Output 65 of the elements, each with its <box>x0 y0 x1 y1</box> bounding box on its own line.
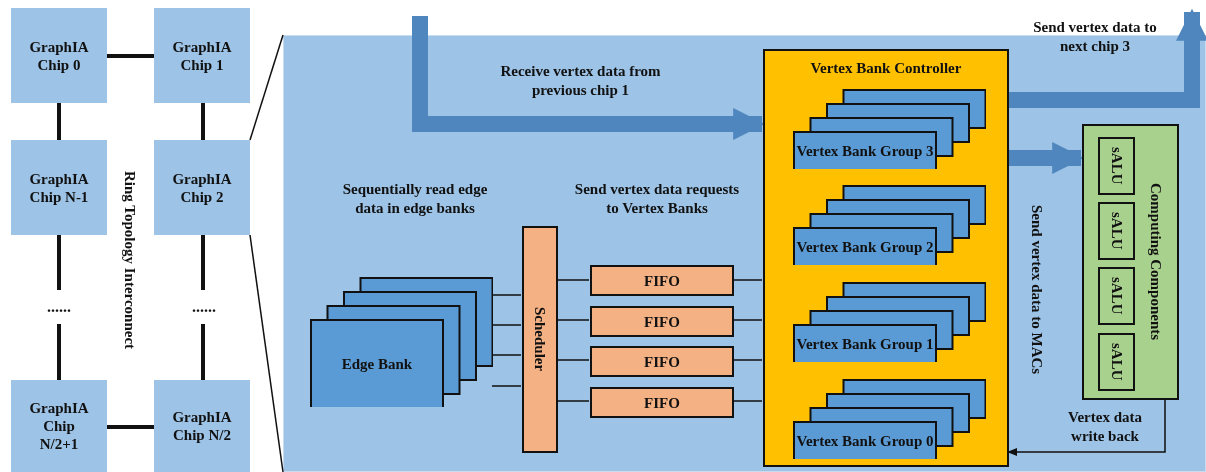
chip-box: GraphIA Chip 0 <box>11 8 107 103</box>
ring-link <box>107 54 154 58</box>
panel-title: Computing Components <box>1147 182 1165 343</box>
alu-box: sALU <box>1098 333 1135 391</box>
connector-line <box>491 324 522 326</box>
connector-line <box>556 279 590 281</box>
panel-title: Vertex Bank Controller <box>809 59 963 77</box>
connector-line <box>491 385 522 387</box>
bank-label: Vertex Bank Group 3 <box>795 142 935 161</box>
memory-bank-stack <box>793 379 986 459</box>
bank-label: Vertex Bank Group 1 <box>795 335 935 354</box>
edge-label: Send vertex data to next chip 3 <box>1032 18 1158 56</box>
ellipsis-text: ...... <box>44 290 74 324</box>
chip-box: GraphIA Chip N/2 <box>154 380 250 472</box>
edge-label: Receive vertex data from previous chip 1 <box>499 62 662 100</box>
chip-detail-panel <box>283 35 1206 472</box>
flow-arrow <box>412 16 766 140</box>
ring-link <box>107 425 154 429</box>
ring-link <box>57 103 61 140</box>
connector-line <box>732 359 763 361</box>
memory-bank-stack <box>793 282 986 362</box>
connector-line <box>732 400 763 402</box>
alu-box: sALU <box>1098 137 1135 195</box>
computing-panel <box>1082 124 1179 400</box>
ring-link <box>201 235 205 290</box>
connector-line <box>556 359 590 361</box>
ring-link <box>57 235 61 290</box>
connector-line <box>491 294 522 296</box>
arrow <box>1007 398 1166 456</box>
fifo-box: FIFO <box>590 306 734 337</box>
connector-line <box>556 400 590 402</box>
fifo-box: FIFO <box>590 265 734 296</box>
connector-line <box>249 34 284 141</box>
memory-bank-stack <box>793 89 986 169</box>
connector-line <box>732 319 763 321</box>
ring-link <box>201 324 205 380</box>
flow-arrow <box>1008 142 1085 174</box>
memory-bank-stack <box>793 185 986 265</box>
bank-label: Vertex Bank Group 2 <box>795 238 935 257</box>
chip-box: GraphIA Chip 2 <box>154 140 250 235</box>
annotation-text: Send vertex data requests to Vertex Banks <box>573 180 741 218</box>
connector-line <box>491 354 522 356</box>
fifo-box: FIFO <box>590 387 734 418</box>
chip-box: GraphIA Chip N/2+1 <box>11 380 107 472</box>
bank-label: Vertex Bank Group 0 <box>795 432 935 451</box>
ellipsis-text: ...... <box>189 290 219 324</box>
bank-label: Edge Bank <box>340 355 414 374</box>
alu-box: sALU <box>1098 202 1135 260</box>
edge-label: Send vertex data to MACs <box>1027 203 1046 377</box>
edge-label: Vertex data write back <box>1067 408 1143 446</box>
connector-line <box>249 234 284 472</box>
annotation-text: Ring Topology Interconnect <box>121 169 140 352</box>
alu-box: sALU <box>1098 267 1135 325</box>
memory-bank-stack <box>310 277 493 407</box>
flow-arrow <box>1008 8 1206 108</box>
annotation-text: Sequentially read edge data in edge banks <box>341 180 489 218</box>
controller-panel <box>763 49 1009 467</box>
chip-box: GraphIA Chip 1 <box>154 8 250 103</box>
ring-link <box>57 324 61 380</box>
ring-link <box>201 103 205 140</box>
chip-box: GraphIA Chip N-1 <box>11 140 107 235</box>
connector-line <box>556 319 590 321</box>
connector-line <box>732 279 763 281</box>
scheduler-bar: Scheduler <box>522 226 558 453</box>
fifo-box: FIFO <box>590 346 734 377</box>
